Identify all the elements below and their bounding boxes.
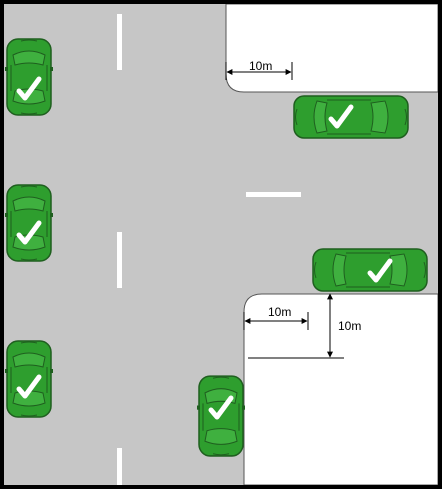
car-bottom-center xyxy=(196,375,246,457)
lane-dash xyxy=(117,448,122,485)
dimension-bottom-corner: 10m xyxy=(243,305,309,330)
car-right-lower xyxy=(312,248,428,292)
car-right-upper xyxy=(293,95,409,139)
dimension-top-corner: 10m xyxy=(225,59,293,80)
lane-dash xyxy=(117,14,122,70)
kerb-bottom-right xyxy=(243,293,439,486)
car-left-top xyxy=(4,38,54,116)
lane-dash xyxy=(246,192,301,197)
dimension-label-vertical: 10m xyxy=(338,319,361,333)
car-left-bottom xyxy=(4,340,54,418)
lane-dash xyxy=(117,232,122,288)
dimension-label-bottom: 10m xyxy=(268,305,291,319)
dimension-bottom-vertical: 10m xyxy=(248,293,361,359)
car-left-middle xyxy=(4,184,54,262)
dimension-label-top: 10m xyxy=(249,59,272,73)
kerb-top-right xyxy=(225,3,439,93)
